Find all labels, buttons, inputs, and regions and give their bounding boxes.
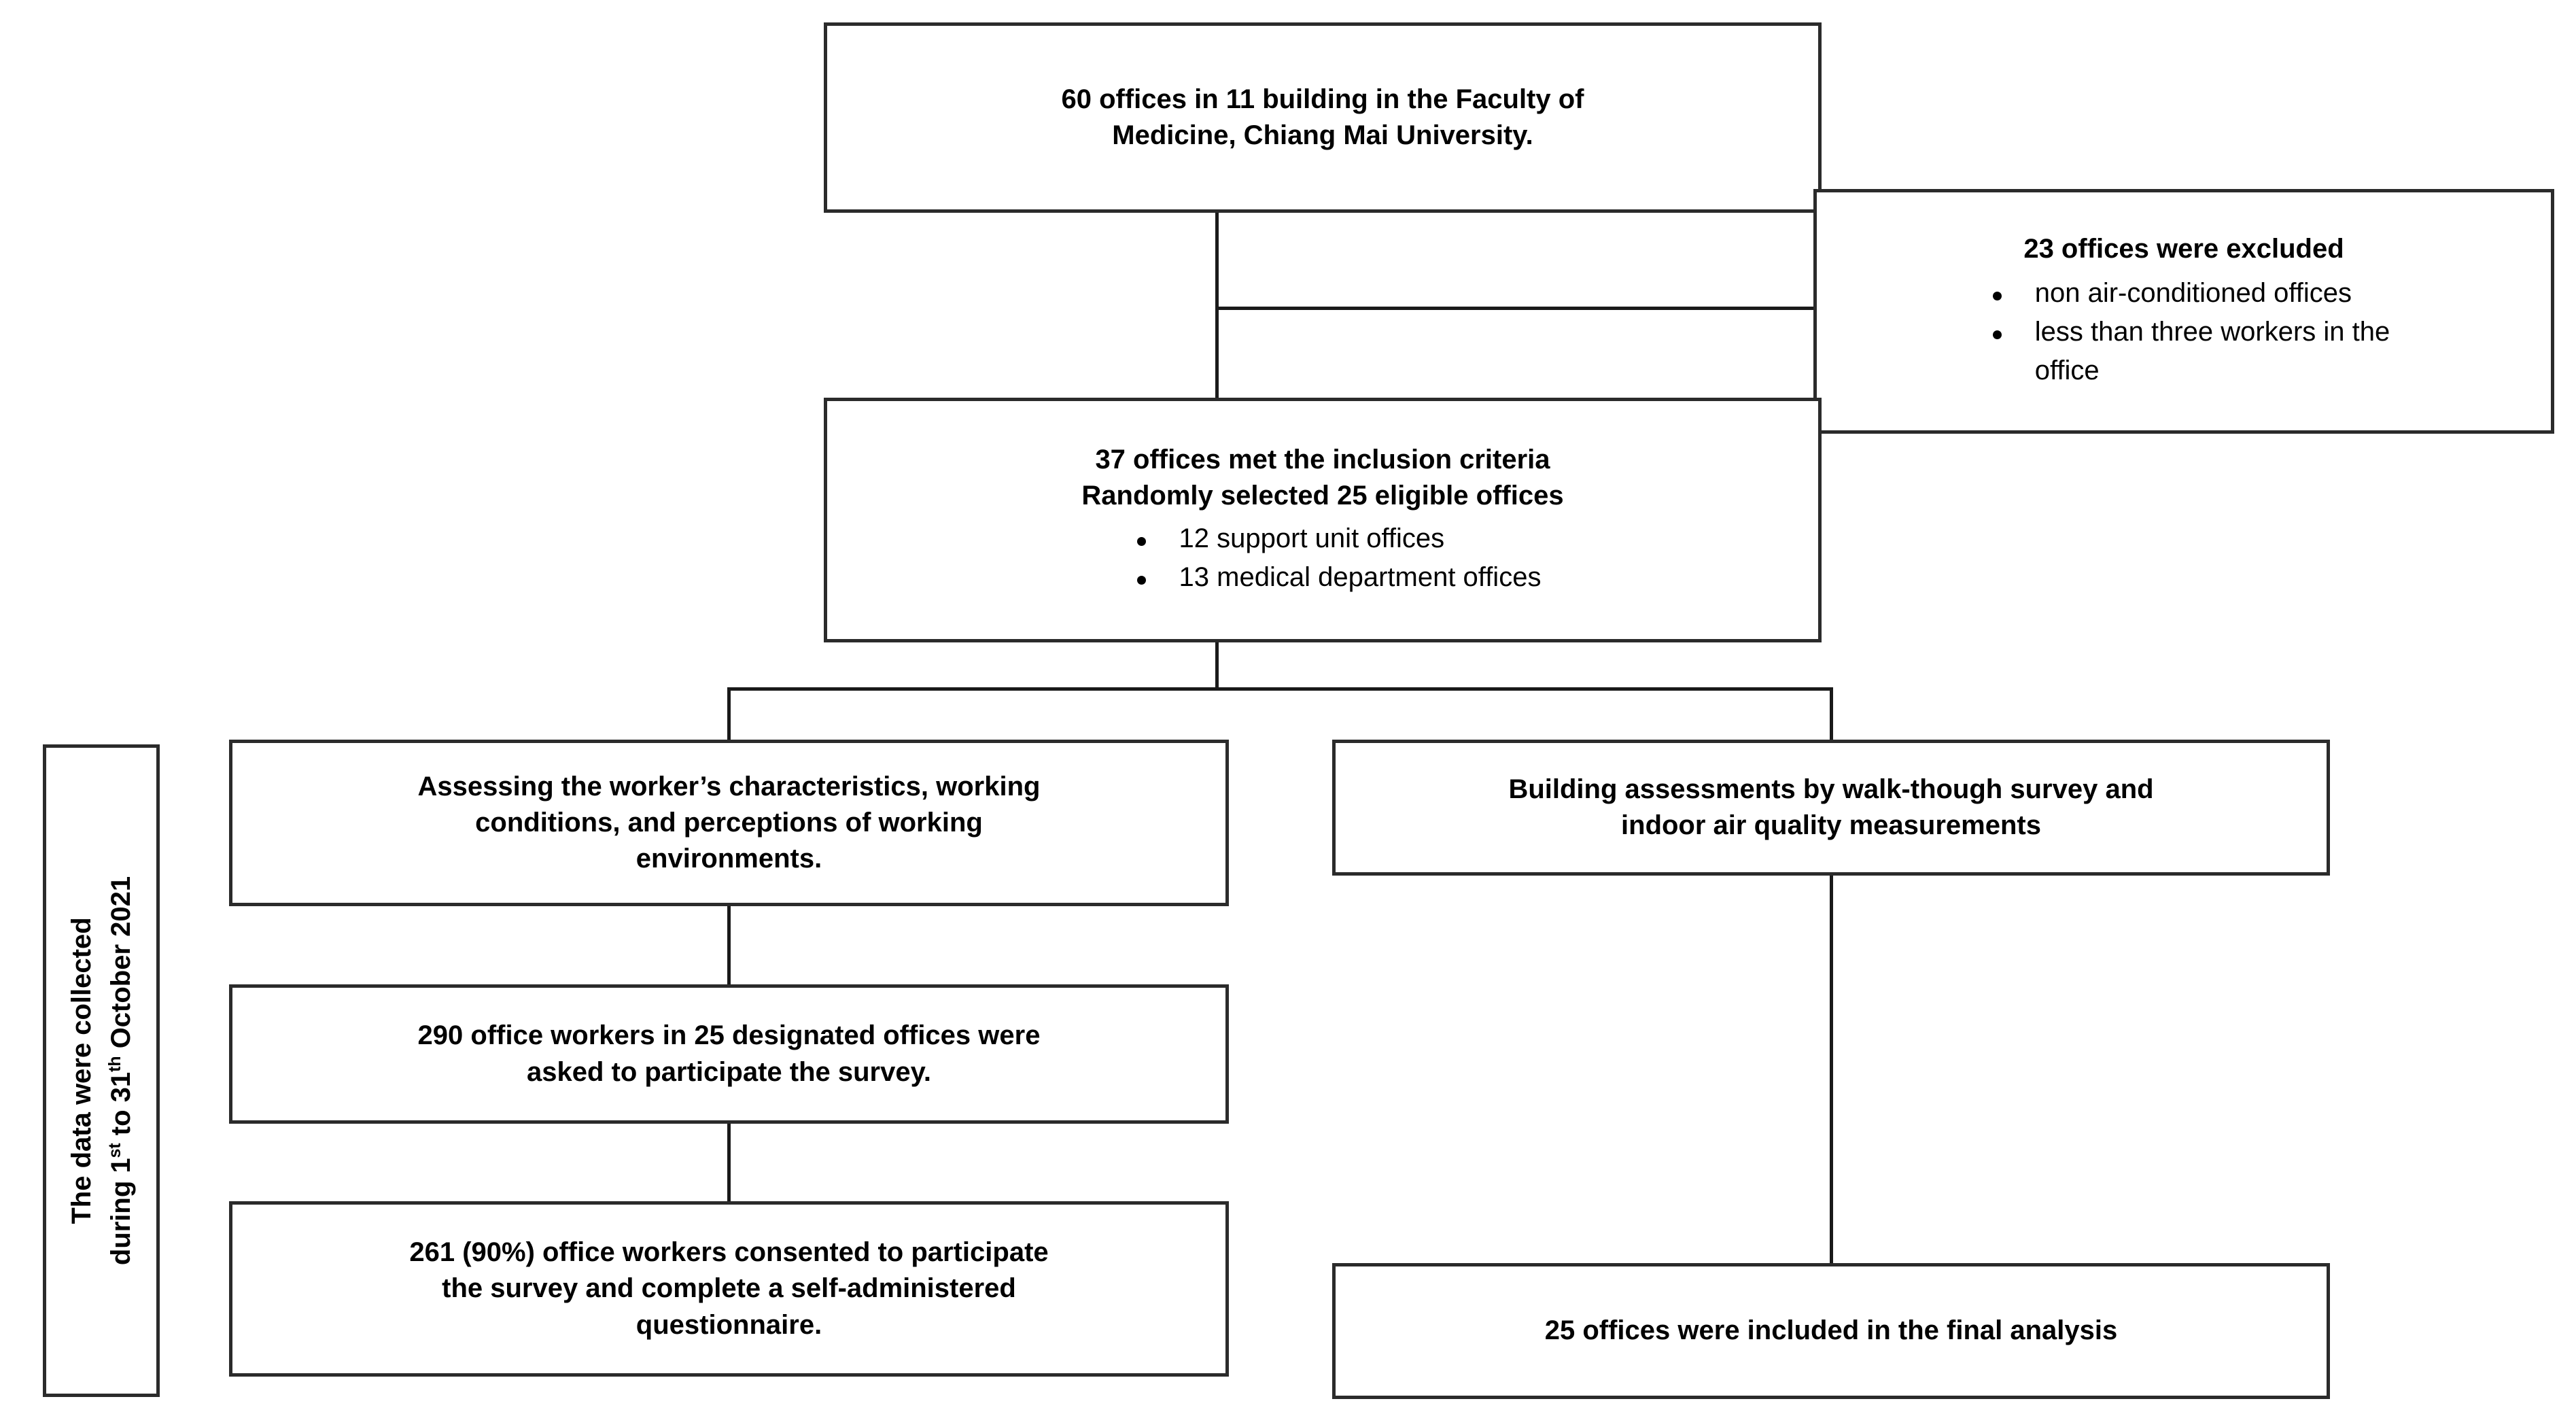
worker-assessment-line-2: conditions, and perceptions of working bbox=[475, 807, 983, 838]
node-worker-assessment[interactable]: Assessing the worker’s characteristics, … bbox=[229, 740, 1229, 906]
list-item: 12 support unit offices bbox=[1104, 521, 1542, 557]
data-collection-period-note[interactable]: The data were collected during 1st to 31… bbox=[43, 744, 160, 1397]
bullet-dot-icon bbox=[1136, 537, 1146, 546]
worker-assessment-line-1: Assessing the worker’s characteristics, … bbox=[417, 771, 1041, 801]
excluded-bullet-list: non air-conditioned offices less than th… bbox=[1978, 273, 2390, 392]
consented-workers-line-1: 261 (90%) office workers consented to pa… bbox=[409, 1237, 1049, 1268]
node-building-assessment[interactable]: Building assessments by walk-though surv… bbox=[1332, 740, 2330, 876]
bullet-dot-icon bbox=[1136, 576, 1146, 585]
excluded-heading: 23 offices were excluded bbox=[2023, 233, 2344, 264]
node-excluded-offices[interactable]: 23 offices were excluded non air-conditi… bbox=[1813, 189, 2554, 434]
list-item: 13 medical department offices bbox=[1104, 559, 1542, 596]
sidebar-sup-2: th bbox=[105, 1056, 124, 1072]
included-line-2: Randomly selected 25 eligible offices bbox=[1081, 480, 1564, 511]
bullet-dot-icon bbox=[1992, 291, 2002, 300]
sidebar-line-2: during 1st to 31th October 2021 bbox=[101, 876, 141, 1265]
building-assessment-line-1: Building assessments by walk-though surv… bbox=[1508, 774, 2154, 804]
connector-invited-to-consented bbox=[727, 1124, 731, 1203]
excluded-item-1: less than three workers in the bbox=[2034, 317, 2390, 347]
node-final-offices[interactable]: 25 offices were included in the final an… bbox=[1332, 1263, 2330, 1399]
node-included-offices[interactable]: 37 offices met the inclusion criteria Ra… bbox=[824, 398, 1822, 642]
connector-included-down bbox=[1215, 640, 1219, 689]
connector-worker-to-invited bbox=[727, 906, 731, 986]
connector-building-to-final bbox=[1830, 872, 1833, 1263]
included-item-1: 13 medical department offices bbox=[1179, 562, 1542, 593]
node-invited-workers[interactable]: 290 office workers in 25 designated offi… bbox=[229, 984, 1229, 1124]
included-bullet-list: 12 support unit offices 13 medical depar… bbox=[1104, 518, 1542, 598]
final-offices-line-1: 25 offices were included in the final an… bbox=[1544, 1315, 2118, 1346]
connector-split-right-drop bbox=[1830, 687, 1833, 742]
consented-workers-line-3: questionnaire. bbox=[636, 1309, 822, 1340]
sidebar-line-1: The data were collected bbox=[67, 917, 97, 1224]
source-population-line-1: 60 offices in 11 building in the Faculty… bbox=[1061, 84, 1584, 114]
list-item: less than three workers in the bbox=[1978, 314, 2390, 350]
data-collection-period-text: The data were collected during 1st to 31… bbox=[62, 876, 141, 1265]
worker-assessment-line-3: environments. bbox=[636, 844, 822, 874]
connector-split-bar bbox=[727, 687, 1833, 691]
included-item-0: 12 support unit offices bbox=[1179, 523, 1445, 553]
sidebar-line2-post: October 2021 bbox=[106, 876, 136, 1056]
consented-workers-line-2: the survey and complete a self-administe… bbox=[442, 1273, 1016, 1304]
node-source-population[interactable]: 60 offices in 11 building in the Faculty… bbox=[824, 22, 1822, 213]
sidebar-line2-mid: to 31 bbox=[106, 1071, 136, 1143]
excluded-item-0: non air-conditioned offices bbox=[2034, 277, 2352, 308]
node-consented-workers[interactable]: 261 (90%) office workers consented to pa… bbox=[229, 1201, 1229, 1377]
list-item: non air-conditioned offices bbox=[1978, 275, 2390, 311]
bullet-dot-icon bbox=[1992, 330, 2002, 339]
invited-workers-line-1: 290 office workers in 25 designated offi… bbox=[417, 1020, 1041, 1051]
sidebar-sup-1: st bbox=[105, 1143, 124, 1158]
sidebar-line2-pre: during 1 bbox=[106, 1158, 136, 1266]
connector-split-left-drop bbox=[727, 687, 731, 742]
list-item: office bbox=[1978, 353, 2390, 389]
building-assessment-line-2: indoor air quality measurements bbox=[1621, 810, 2041, 840]
connector-source-to-excluded bbox=[1215, 307, 1815, 310]
included-line-1: 37 offices met the inclusion criteria bbox=[1095, 444, 1550, 475]
source-population-line-2: Medicine, Chiang Mai University. bbox=[1112, 120, 1533, 150]
invited-workers-line-2: asked to participate the survey. bbox=[526, 1056, 932, 1087]
connector-source-to-included bbox=[1215, 213, 1219, 400]
excluded-item-2: office bbox=[2034, 356, 2100, 386]
